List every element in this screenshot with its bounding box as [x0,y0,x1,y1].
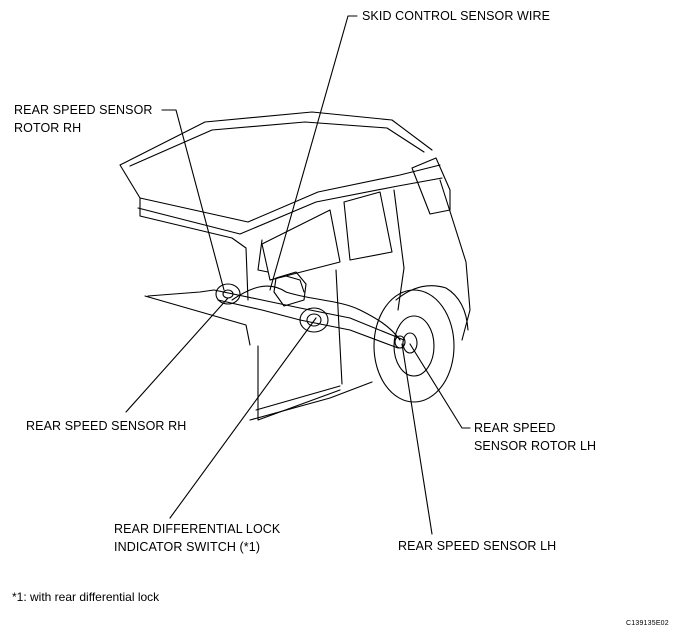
body-left-side [148,290,214,296]
leader-rotor-lh [410,344,470,428]
footnote: *1: with rear differential lock [12,590,160,604]
door-line-mid [336,270,342,384]
rh-brake [216,284,240,304]
differential [300,308,328,332]
sensor-wire-2 [270,276,304,292]
rear-axle [214,290,404,340]
lh-sensor [395,336,405,348]
harness-box [274,272,306,306]
rear-body-edge [140,198,248,300]
roof-rail-rear [130,122,424,166]
wheel-inner [394,316,434,376]
rear-opening [145,296,250,345]
roof-outline [120,112,432,198]
rear-axle-lower [218,300,398,348]
label-rear-diff-lock-switch-line2: INDICATOR SWITCH (*1) [114,540,261,554]
door-line-rear [258,346,340,420]
sill-line-2 [256,386,340,410]
fender-arch [396,286,468,330]
front-door-window [344,192,392,260]
label-rear-diff-lock-switch-line1: REAR DIFFERENTIAL LOCK [114,522,281,536]
door-line-front [394,190,404,310]
leader-sensor-lh [402,344,432,534]
wheel-outer [374,290,454,402]
sensor-wire [232,286,400,340]
label-rear-speed-sensor-lh: REAR SPEED SENSOR LH [398,539,557,553]
differential-cover [307,314,321,326]
label-rear-speed-sensor-rh: REAR SPEED SENSOR RH [26,419,187,433]
windshield [412,158,450,214]
front-fender [440,180,470,340]
label-rear-speed-sensor-rotor-lh-line1: REAR SPEED [474,421,556,435]
leader-sensor-rh [126,298,228,412]
label-rear-speed-sensor-rotor-lh-line2: SENSOR ROTOR LH [474,439,597,453]
rear-door-window [262,210,340,280]
label-rear-speed-sensor-rotor-rh-line2: ROTOR RH [14,121,82,135]
leader-skid-wire [270,16,357,290]
quarter-window [258,240,268,272]
label-skid-control-sensor-wire: SKID CONTROL SENSOR WIRE [362,9,551,23]
leader-diff-switch [170,318,316,518]
sill-line [250,382,372,420]
roof-side-strip [138,178,442,234]
figure-code: C139135E02 [626,620,669,627]
label-rear-speed-sensor-rotor-rh-line1: REAR SPEED SENSOR [14,103,153,117]
wheel-hub [403,333,417,353]
leader-rotor-rh [162,110,224,290]
